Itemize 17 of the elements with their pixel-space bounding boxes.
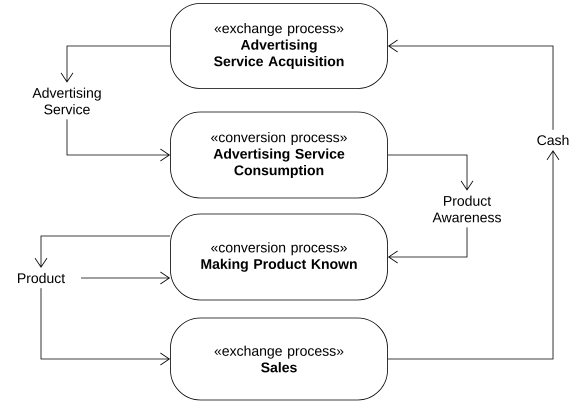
arrow <box>80 272 170 284</box>
object-label: Advertising Service <box>32 88 101 114</box>
process-box: «exchange process» Advertising Service Acquisition <box>170 3 388 89</box>
arrow <box>34 236 170 268</box>
object-label: Product Awareness <box>432 196 501 222</box>
object-label: Product <box>18 272 66 284</box>
arrow <box>66 119 170 162</box>
process-box: «exchange process» Sales <box>170 318 388 400</box>
arrow <box>60 46 170 83</box>
object-label: Cash <box>537 134 568 146</box>
process-box: «conversion process» Making Product Known <box>170 214 388 300</box>
arrow <box>388 154 474 191</box>
process-box: «conversion process» Advertising Service Consumption <box>170 112 388 198</box>
arrow <box>388 40 554 130</box>
arrow <box>388 150 560 360</box>
arrow <box>40 288 170 366</box>
arrow <box>388 226 468 264</box>
